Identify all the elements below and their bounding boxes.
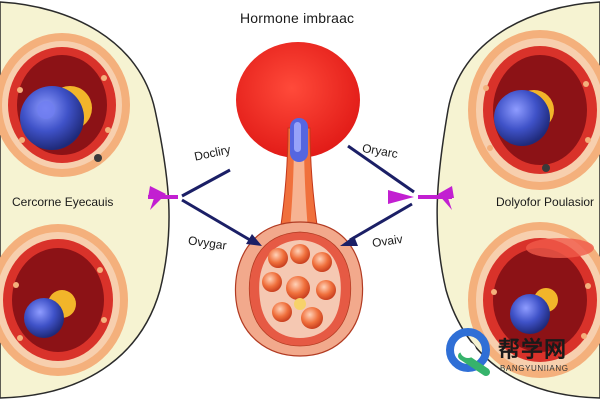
watermark-sub: BANGYUNIIANG	[500, 364, 569, 373]
hormone-blob	[236, 42, 360, 158]
central-ovary	[234, 221, 364, 357]
left-lower-follicle	[0, 224, 128, 376]
lower-right-arrowhead	[340, 236, 358, 246]
right-lower-oocyte	[510, 294, 550, 334]
right-caption: Dolyofor Poulasior	[496, 195, 595, 209]
upper-left-line	[181, 168, 231, 198]
pituitary-structure	[236, 42, 360, 233]
right-panel	[436, 1, 600, 399]
right-upper-follicle	[468, 30, 600, 190]
left-panel	[0, 1, 170, 399]
lower-right-arrow-line	[349, 202, 413, 242]
arrows	[148, 144, 454, 246]
lower-left-arrowhead	[246, 234, 262, 246]
diagram-title: Hormone imbraac	[240, 10, 355, 26]
upper-right-line	[347, 144, 415, 194]
lower-left-arrow-line	[181, 198, 251, 242]
ovary-follicles	[262, 244, 336, 329]
left-upper-oocyte	[20, 86, 84, 150]
left-lower-oocyte	[24, 298, 64, 338]
watermark-logo	[446, 328, 490, 376]
watermark-brand: 帮学网	[498, 337, 568, 362]
right-upper-oocyte	[494, 90, 550, 146]
right-lower-follicle	[468, 222, 600, 378]
left-caption: Cercorne Eyecauis	[12, 195, 114, 209]
left-upper-follicle	[0, 33, 130, 177]
